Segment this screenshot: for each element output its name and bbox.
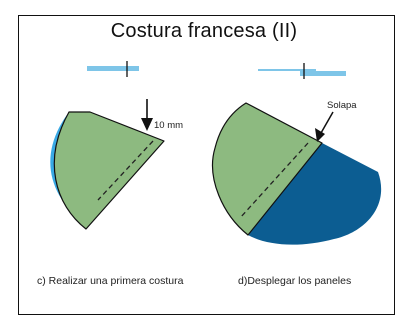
fabric-panel-blue-d bbox=[248, 143, 382, 245]
caption-c: c) Realizar una primera costura bbox=[37, 275, 184, 287]
measure-arrow-c bbox=[141, 99, 153, 131]
fabric-panel-green-d bbox=[211, 102, 323, 236]
callout-label: Solapa bbox=[327, 100, 357, 111]
seam-profile-icon-c bbox=[87, 61, 139, 77]
caption-d: d)Desplegar los paneles bbox=[238, 275, 352, 287]
stitch-line-c bbox=[97, 140, 154, 201]
measure-label: 10 mm bbox=[154, 120, 184, 131]
diagram-title: Costura francesa (II) bbox=[110, 20, 298, 42]
seam-profile-icon-d bbox=[258, 63, 346, 79]
fabric-panel-green-c bbox=[53, 111, 165, 230]
callout-arrow-d bbox=[315, 111, 334, 142]
